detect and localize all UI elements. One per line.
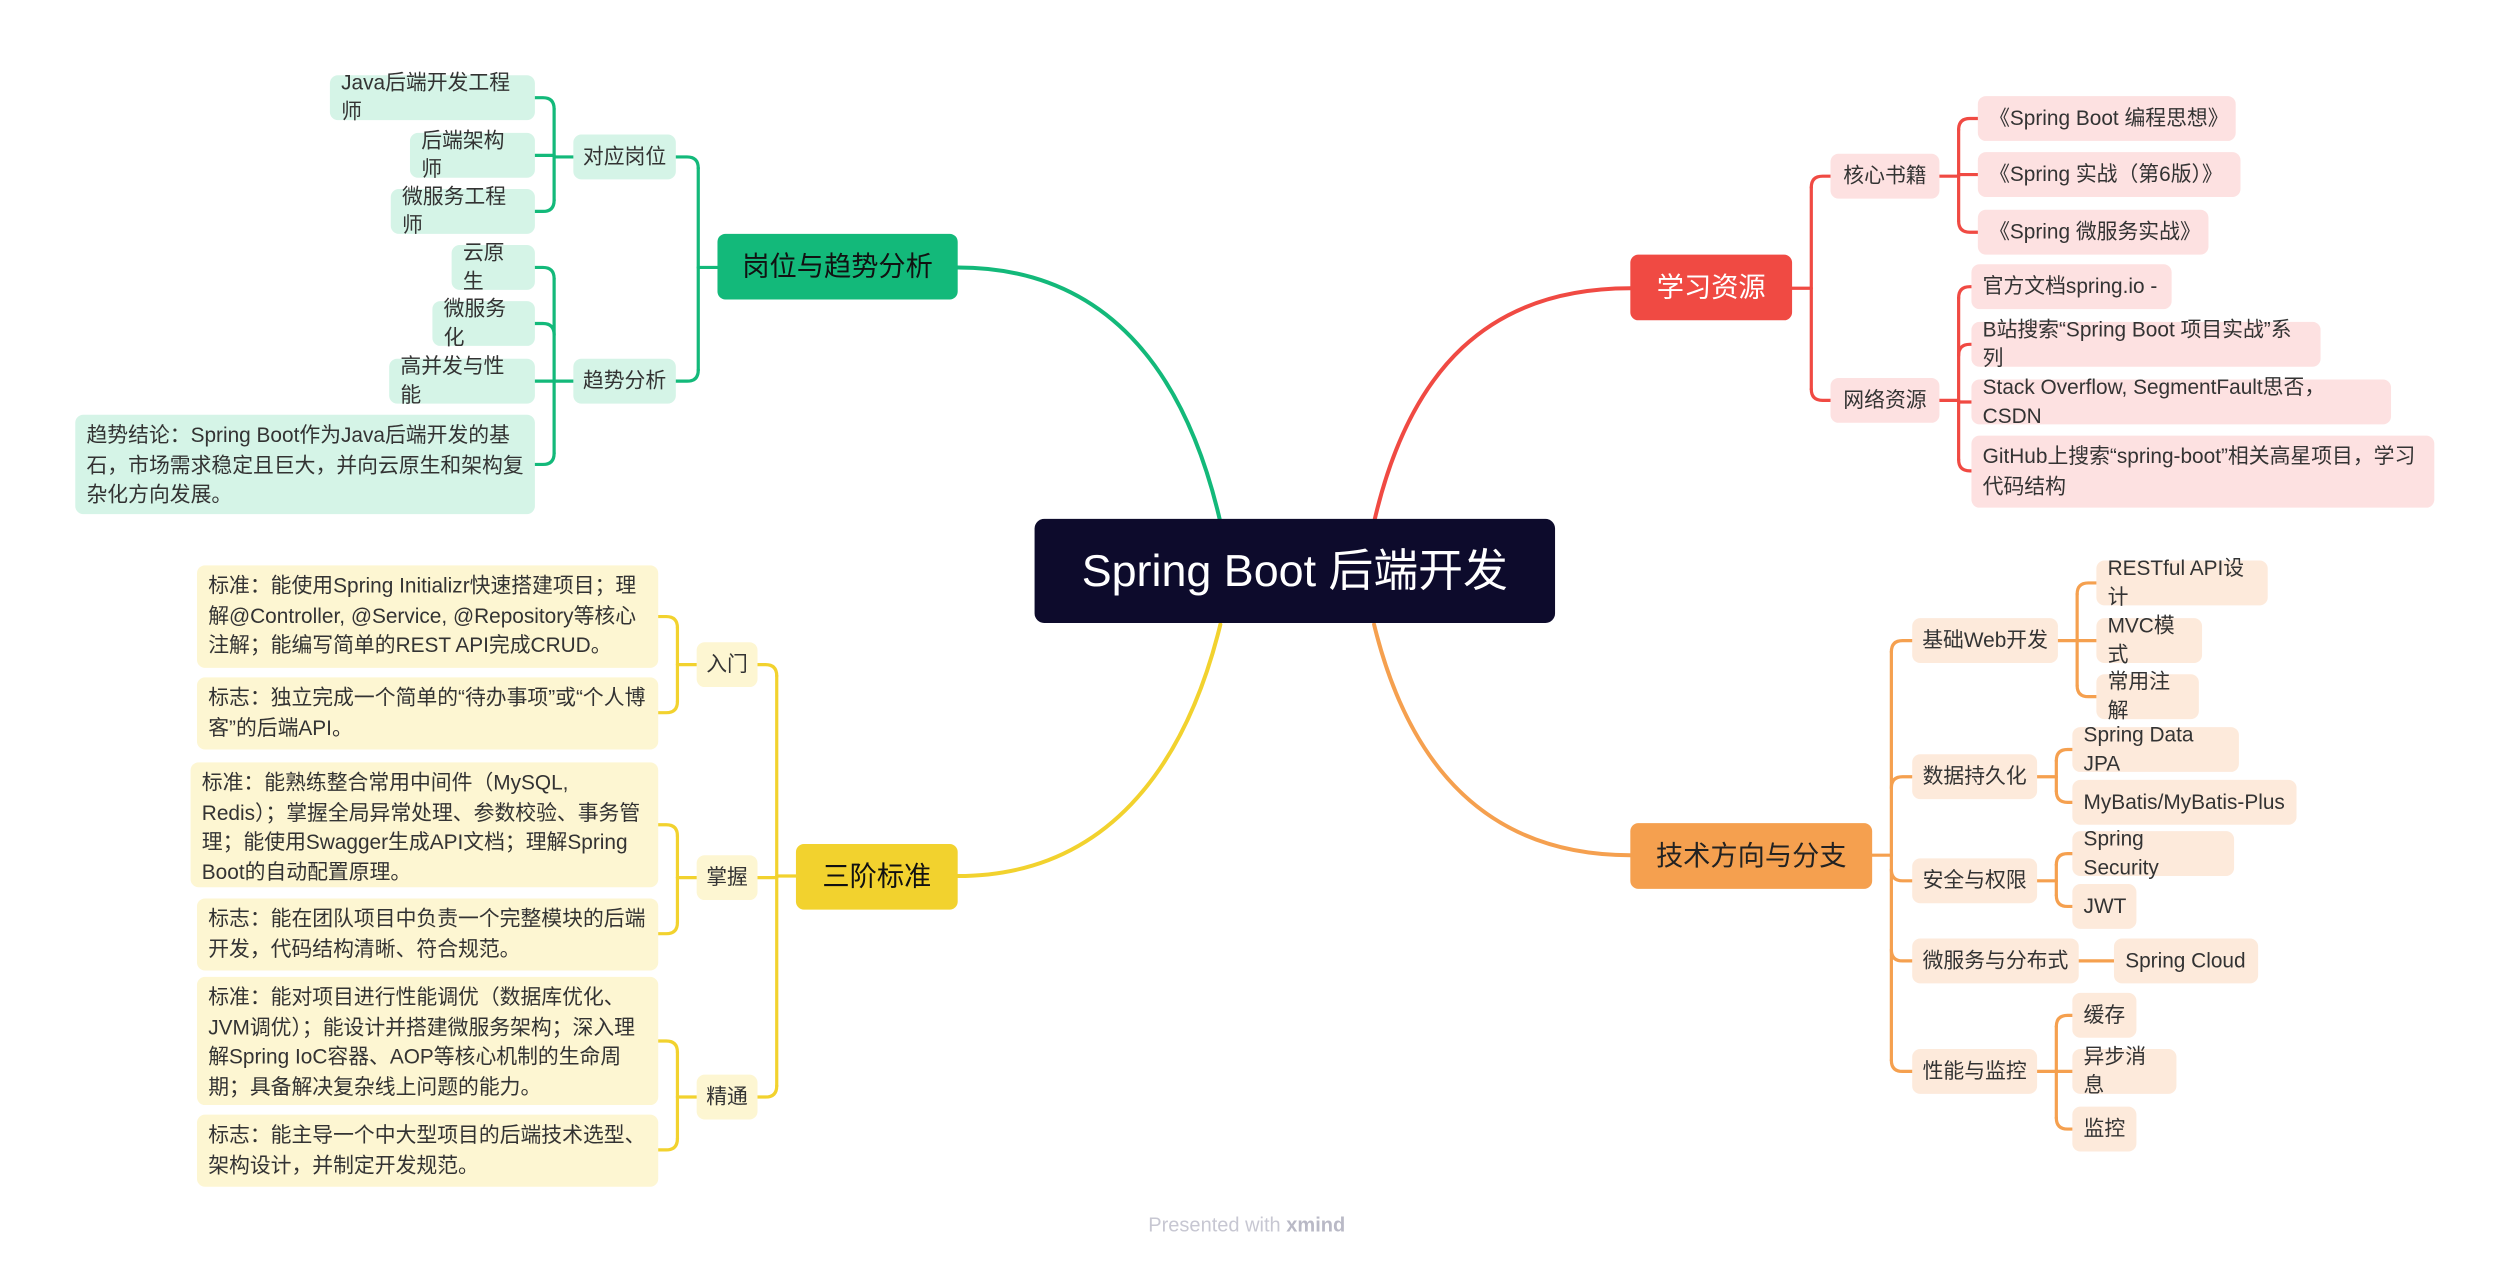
trend-item[interactable]: 云原生 xyxy=(451,240,535,293)
central-topic[interactable]: Spring Boot 后端开发 xyxy=(1034,518,1556,623)
connector-levels-sub xyxy=(755,1084,779,1099)
subtopic-security[interactable]: 安全与权限 xyxy=(1912,858,2038,904)
connector-tech-security xyxy=(2054,851,2074,867)
book-item[interactable]: 《Spring 微服务实战》 xyxy=(1977,209,2209,255)
online-resource-item[interactable]: B站搜索“Spring Boot 项目实战”系列 xyxy=(1971,317,2321,370)
topic-tech-directions[interactable]: 技术方向与分支 xyxy=(1630,823,1873,889)
level-milestone[interactable]: 标志：能在团队项目中负责一个完整模块的后端开发，代码结构清晰、符合规范。 xyxy=(196,898,659,971)
connector-trends xyxy=(533,451,556,467)
connector-tech-sub xyxy=(1889,775,1914,790)
connector-learn-sub xyxy=(1809,387,1833,402)
connector-expert xyxy=(656,1039,680,1054)
connector-trends xyxy=(533,321,556,337)
tech-item[interactable]: Spring Data JPA xyxy=(2072,722,2239,775)
job-item[interactable]: 微服务工程师 xyxy=(390,184,535,237)
connector-tech xyxy=(1372,622,1633,858)
level-criteria[interactable]: 标准：能熟练整合常用中间件（MySQL, Redis）；掌握全局异常处理、参数校… xyxy=(190,762,659,888)
connector-entry xyxy=(656,699,680,715)
xmind-logo-text: xmind xyxy=(1286,1213,1346,1237)
connector-learn xyxy=(1372,286,1633,525)
online-resource-item[interactable]: GitHub上搜索“spring-boot”相关高星项目，学习代码结构 xyxy=(1971,435,2435,508)
subtopic-basic-web[interactable]: 基础Web开发 xyxy=(1912,618,2058,664)
subtopic-performance[interactable]: 性能与监控 xyxy=(1912,1048,2038,1094)
tech-item[interactable]: Spring Security xyxy=(2072,826,2235,879)
connector-tech-sub xyxy=(1889,868,1914,883)
connector-books xyxy=(1957,219,1980,234)
subtopic-jobs[interactable]: 对应岗位 xyxy=(573,134,676,180)
subtopic-master[interactable]: 掌握 xyxy=(696,855,758,901)
trend-item[interactable]: 微服务化 xyxy=(432,296,535,349)
level-milestone[interactable]: 标志：独立完成一个简单的“待办事项”或“个人博客”的后端API。 xyxy=(196,677,659,750)
job-item[interactable]: Java后端开发工程师 xyxy=(329,70,535,123)
subtopic-trends[interactable]: 趋势分析 xyxy=(573,358,676,404)
tech-item[interactable]: 缓存 xyxy=(2072,992,2137,1038)
connector-jobs xyxy=(533,198,556,213)
connector-books xyxy=(1957,116,1980,132)
subtopic-online-resources[interactable]: 网络资源 xyxy=(1830,377,1940,423)
connector-tech-sub xyxy=(1889,1058,1914,1074)
connector-tech-web xyxy=(2075,581,2098,596)
topic-three-levels[interactable]: 三阶标准 xyxy=(795,843,958,910)
connector-levels-sub xyxy=(755,663,779,678)
connector-tech-perf xyxy=(2054,1013,2074,1029)
connector-levels xyxy=(955,622,1223,879)
connector-expert xyxy=(656,1137,680,1152)
watermark-prefix: Presented with xyxy=(1148,1213,1281,1237)
connector-web xyxy=(1957,458,1974,473)
connector-tech-web xyxy=(2075,683,2098,699)
tech-item[interactable]: MyBatis/MyBatis-Plus xyxy=(2072,779,2297,825)
tech-item[interactable]: MVC模式 xyxy=(2096,613,2203,666)
connector-master xyxy=(656,823,680,838)
tech-item[interactable]: 常用注解 xyxy=(2096,669,2199,722)
connector-tech-perf xyxy=(2054,1116,2074,1131)
job-item[interactable]: 后端架构师 xyxy=(409,128,535,181)
connector-jobs xyxy=(533,96,556,111)
connector-entry xyxy=(656,614,680,630)
connector-tech-persist xyxy=(2054,789,2074,804)
connector-tech-sub xyxy=(1889,948,1914,963)
online-resource-item[interactable]: 官方文档spring.io - xyxy=(1971,264,2172,310)
level-criteria[interactable]: 标准：能使用Spring Initializr快速搭建项目；理解@Control… xyxy=(196,565,659,668)
book-item[interactable]: 《Spring Boot 编程思想》 xyxy=(1977,96,2236,141)
connector-career xyxy=(955,265,1223,525)
subtopic-persistence[interactable]: 数据持久化 xyxy=(1912,754,2038,800)
subtopic-microservices[interactable]: 微服务与分布式 xyxy=(1912,938,2079,984)
connector-tech-security xyxy=(2054,893,2074,909)
tech-item[interactable]: 异步消息 xyxy=(2072,1044,2177,1097)
tech-item[interactable]: JWT xyxy=(2072,884,2137,929)
connector-web xyxy=(1957,285,1974,300)
subtopic-core-books[interactable]: 核心书籍 xyxy=(1830,153,1940,199)
connector-master xyxy=(656,920,680,936)
connector-tech-sub xyxy=(1889,638,1914,654)
tech-item[interactable]: Spring Cloud xyxy=(2113,938,2259,984)
online-resource-item[interactable]: Stack Overflow, SegmentFault思否，CSDN xyxy=(1971,375,2392,428)
connector-web xyxy=(1957,342,1974,358)
topic-career-trends[interactable]: 岗位与趋势分析 xyxy=(717,233,958,300)
subtopic-expert[interactable]: 精通 xyxy=(696,1074,758,1120)
connector-trends xyxy=(533,265,556,281)
watermark: Presented with xmind xyxy=(1148,1214,1345,1236)
trend-conclusion[interactable]: 趋势结论：Spring Boot作为Java后端开发的基石，市场需求稳定且巨大，… xyxy=(75,414,535,515)
trend-item[interactable]: 高并发与性能 xyxy=(389,354,535,407)
book-item[interactable]: 《Spring 实战（第6版）》 xyxy=(1977,152,2241,197)
tech-item[interactable]: 监控 xyxy=(2072,1106,2137,1152)
level-milestone[interactable]: 标志：能主导一个中大型项目的后端技术选型、架构设计，并制定开发规范。 xyxy=(196,1114,659,1187)
level-criteria[interactable]: 标准：能对项目进行性能调优（数据库优化、JVM调优）；能设计并搭建微服务架构；深… xyxy=(196,976,659,1106)
connector-tech-persist xyxy=(2054,747,2074,763)
topic-learning-resources[interactable]: 学习资源 xyxy=(1630,254,1793,321)
tech-item[interactable]: RESTful API设计 xyxy=(2096,556,2268,609)
subtopic-entry[interactable]: 入门 xyxy=(696,642,758,688)
connector-career-sub xyxy=(674,155,700,170)
connector-career-sub xyxy=(674,368,700,383)
connector-learn-sub xyxy=(1809,174,1833,189)
